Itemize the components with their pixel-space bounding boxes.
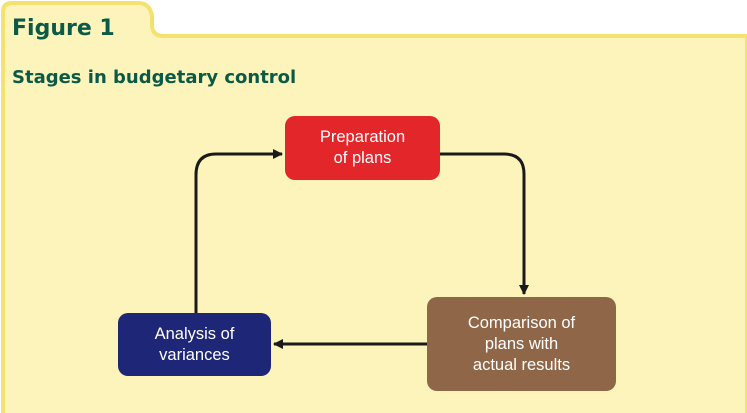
arrow-anal-to-prep — [194, 149, 283, 313]
figure-label: Figure 1 — [12, 16, 115, 41]
node-preparation-of-plans: Preparation of plans — [285, 116, 440, 180]
node-comparison-of-plans: Comparison of plans with actual results — [427, 297, 616, 391]
figure-title: Stages in budgetary control — [12, 67, 297, 88]
arrow-prep-to-comp — [440, 152, 529, 295]
node-analysis-of-variances: Analysis of variances — [118, 313, 271, 376]
node-preparation-label: Preparation of plans — [319, 128, 406, 167]
node-analysis-label: Analysis of variances — [154, 324, 235, 364]
node-comparison-label: Comparison of plans with actual results — [467, 313, 576, 374]
